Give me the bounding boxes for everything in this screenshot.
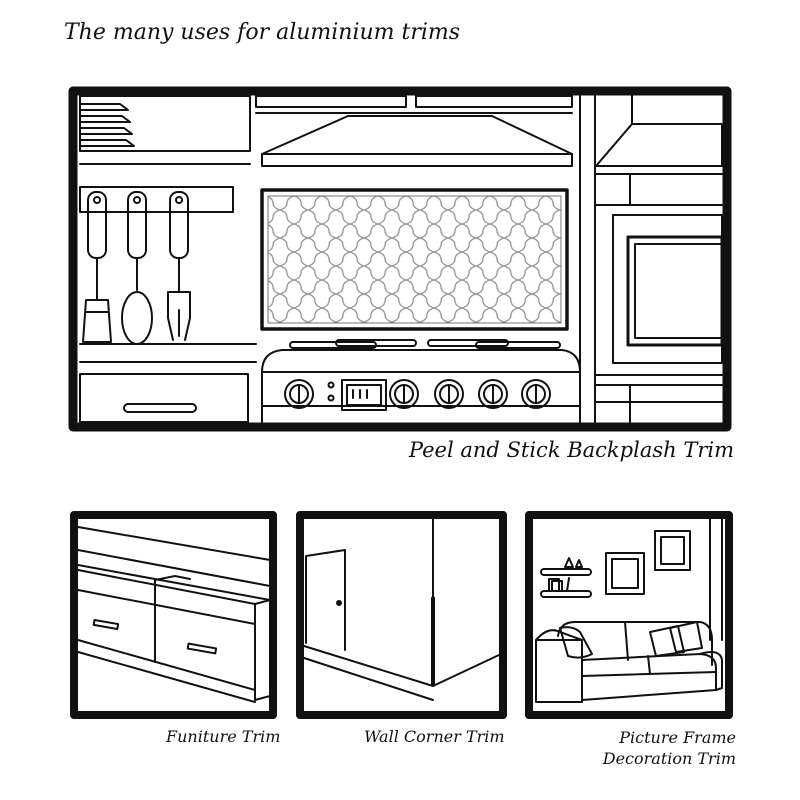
- page-title: The many uses for aluminium trims: [64, 20, 461, 45]
- wall-oven: [612, 214, 724, 364]
- picture-frame-caption-line1: Picture Frame: [619, 728, 736, 747]
- wall-corner-panel: [296, 511, 507, 719]
- furniture-panel: [70, 511, 277, 719]
- living-room-panel: [525, 511, 733, 719]
- wall-corner-trim-caption: Wall Corner Trim: [364, 727, 505, 746]
- sofa: [535, 621, 723, 703]
- picture-frame-trim-caption: Picture Frame Decoration Trim: [603, 727, 736, 769]
- backsplash-tile: [260, 188, 569, 331]
- stove: [261, 339, 581, 423]
- plates-shelf: [79, 95, 251, 165]
- utensil-rail: [79, 186, 234, 345]
- range-hood: [261, 115, 573, 167]
- right-hood: [595, 95, 723, 206]
- kitchen-panel: [68, 86, 732, 432]
- backsplash-trim-caption: Peel and Stick Backplash Trim: [408, 438, 734, 462]
- furniture-trim-caption: Funiture Trim: [166, 727, 281, 746]
- picture-frame-caption-line2: Decoration Trim: [602, 749, 736, 768]
